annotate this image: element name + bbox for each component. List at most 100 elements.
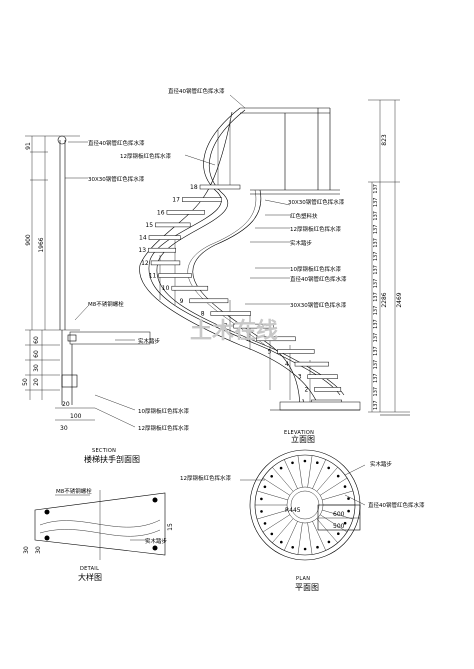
plan-baluster-dot xyxy=(263,522,267,525)
riser-dimension: 137 xyxy=(373,279,379,289)
stair-tread xyxy=(189,298,229,304)
stair-tread xyxy=(256,336,296,342)
stair-tread xyxy=(150,260,181,266)
plan-step-line xyxy=(284,521,298,551)
step-number: 10 xyxy=(162,285,170,292)
plan-baluster-dot xyxy=(303,459,307,463)
detail-view: M8不锈钢螺栓 实木踏步 15 30 30 DETAIL 大样图 xyxy=(23,487,174,582)
dim-bottom-30: 30 xyxy=(60,425,68,432)
plan-baluster-dot xyxy=(316,545,319,549)
plan-baluster-dots xyxy=(260,459,350,551)
plan-baluster-dot xyxy=(303,547,307,551)
plan-step-lines xyxy=(255,455,355,555)
step-number: 15 xyxy=(145,222,153,229)
plan-baluster-dot xyxy=(347,497,350,500)
note-section-rail: 直径40钢管红色挥水漆 xyxy=(88,139,145,147)
riser-dimension: 137 xyxy=(373,360,379,370)
plan-step-line xyxy=(312,521,326,551)
step-number: 2 xyxy=(305,386,309,393)
note-plan-plate: 12厚钢板红色挥水漆 xyxy=(180,474,231,482)
plan-step-line xyxy=(284,459,298,489)
step-number: 7 xyxy=(224,323,228,330)
plan-baluster-dot xyxy=(316,461,319,465)
plan-baluster-dot xyxy=(263,485,267,489)
plan-step-line xyxy=(316,518,338,543)
step-number: 18 xyxy=(190,184,198,191)
dim-900: 900 xyxy=(25,234,32,246)
elevation-caption: 立面图 xyxy=(291,434,315,444)
detail-caption: 大样图 xyxy=(78,572,102,582)
plan-step-line xyxy=(312,459,326,489)
note-top-rail: 直径40钢管红色挥水漆 xyxy=(168,87,225,95)
plan-radius: R445 xyxy=(285,507,301,514)
plan-baluster-dot xyxy=(337,532,340,535)
plan-baluster-dot xyxy=(260,497,263,501)
stair-tread xyxy=(277,349,315,354)
step-number: 9 xyxy=(180,298,184,305)
plan-baluster-dot xyxy=(291,546,295,549)
plan-dim-500: 500 xyxy=(333,523,345,530)
plan-step-line xyxy=(319,477,348,496)
riser-dimension-chain xyxy=(368,99,410,413)
dim-bottom-20: 20 xyxy=(62,401,70,408)
plan-step-line xyxy=(272,467,294,492)
plan-step-line xyxy=(322,509,354,520)
plan-dim-600: 600 xyxy=(333,511,345,518)
step-number: 6 xyxy=(247,336,251,343)
note-tube-3030b: 30X30钢管红色挥水漆 xyxy=(290,301,347,309)
riser-dimension: 137 xyxy=(373,184,379,194)
note-plate-12b: 12厚钢板红色挥水漆 xyxy=(290,225,341,233)
plan-baluster-dot xyxy=(336,474,340,478)
note-section-plate12: 12厚钢板红色挥水漆 xyxy=(138,424,189,432)
plan-step-line xyxy=(307,522,313,555)
plan-step-line xyxy=(307,455,313,488)
dim-1966: 1966 xyxy=(38,237,45,252)
dim-2469: 2469 xyxy=(396,292,403,307)
elevation-leaders xyxy=(184,94,291,305)
note-plate-12: 12厚钢板红色挥水漆 xyxy=(120,152,171,160)
note-detail-bolt: M8不锈钢螺栓 xyxy=(56,487,92,495)
note-pipe-40: 直径40钢管红色挥水漆 xyxy=(290,275,347,283)
bottom-landing xyxy=(270,401,410,416)
plan-baluster-dot xyxy=(343,485,347,488)
note-plan-step: 实木踏步 xyxy=(370,460,393,468)
dim-top: 823 xyxy=(381,134,388,146)
dim-bottom-100: 100 xyxy=(70,413,82,420)
stair-tread xyxy=(294,361,329,367)
note-wood-step: 实木踏步 xyxy=(290,239,313,247)
dim-30: 30 xyxy=(33,364,40,372)
step-number: 12 xyxy=(141,260,149,267)
plan-step-line xyxy=(256,490,288,501)
plan-step-line xyxy=(297,522,303,555)
stair-tread xyxy=(158,273,192,278)
riser-dimension-labels: 1371371371371371371371371371371371371371… xyxy=(373,184,379,410)
note-section-bolt: M8不锈钢螺栓 xyxy=(88,300,124,308)
note-plate-10: 10厚钢板红色挥水漆 xyxy=(290,265,341,273)
plan-baluster-dot xyxy=(327,466,331,470)
stair-tread xyxy=(210,311,251,316)
stair-tread xyxy=(148,247,176,253)
riser-dimension: 137 xyxy=(373,346,379,356)
dim-20: 20 xyxy=(33,378,40,386)
note-section-plate10: 10厚钢板红色挥水漆 xyxy=(138,407,189,415)
plan-baluster-dot xyxy=(327,540,331,544)
step-number: 17 xyxy=(172,197,180,204)
section-caption: 楼梯扶手剖面图 xyxy=(84,454,140,464)
riser-dimension: 137 xyxy=(373,252,379,262)
plan-step-line xyxy=(256,509,288,520)
note-tube-3030: 30X30钢管红色挥水漆 xyxy=(288,198,345,206)
step-number: 5 xyxy=(268,348,272,355)
dim-2286: 2286 xyxy=(381,292,388,307)
plan-baluster-dot xyxy=(347,509,350,513)
top-railing xyxy=(240,107,340,195)
detail-caption-en: DETAIL xyxy=(80,566,99,572)
stair-tread xyxy=(166,210,205,215)
stair-tread xyxy=(171,285,209,291)
plan-step-line xyxy=(262,477,291,496)
section-view: 91 900 1966 60 60 30 20 50 20 100 30 直径4… xyxy=(22,135,189,464)
detail-dim-30b: 30 xyxy=(23,546,30,554)
dim-60b: 60 xyxy=(33,350,40,358)
step-number: 11 xyxy=(149,273,157,280)
